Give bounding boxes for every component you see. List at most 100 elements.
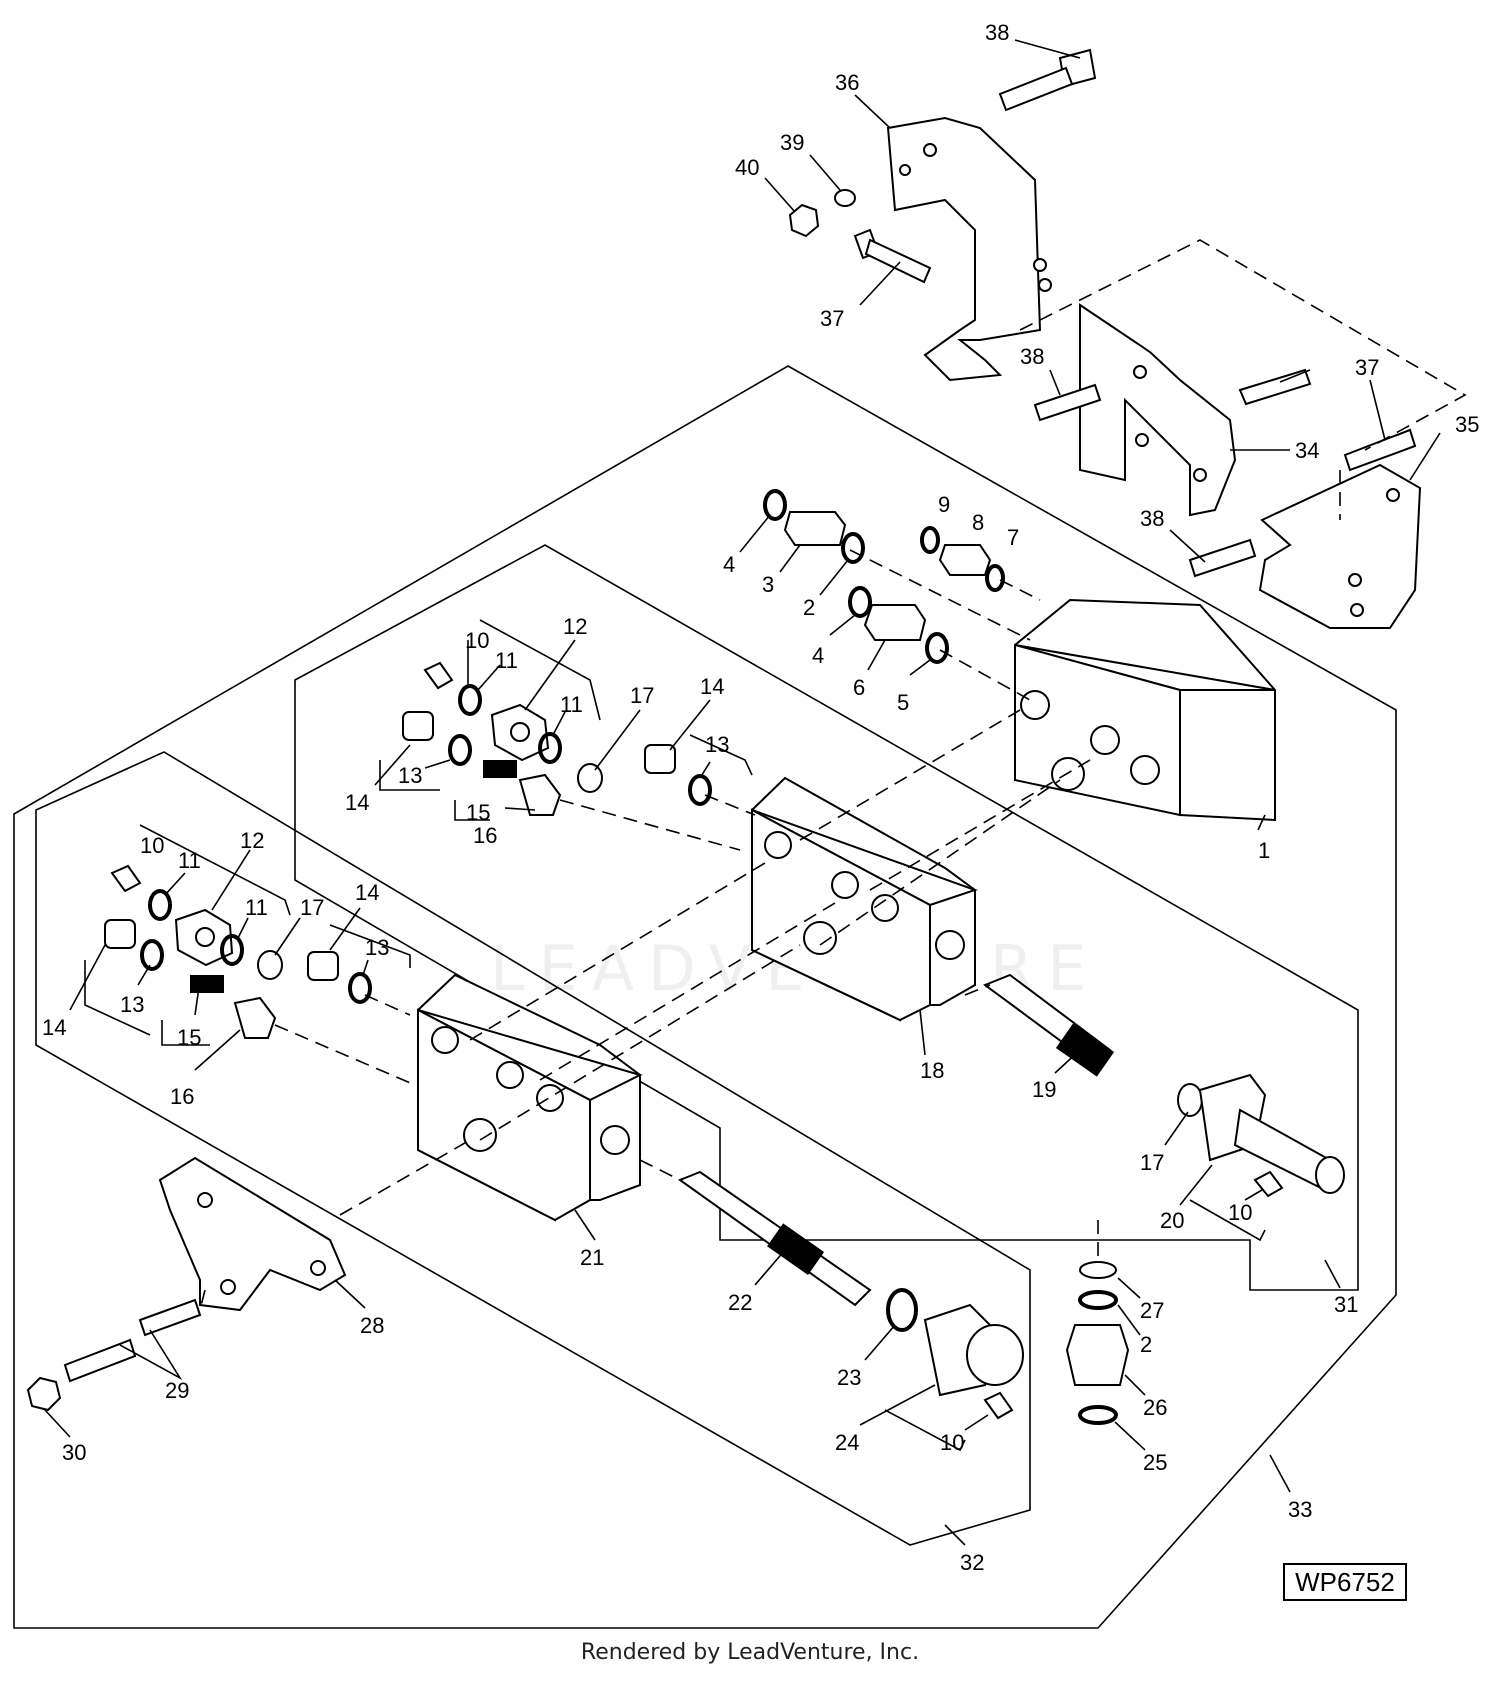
o-ring-11-lower-a — [148, 889, 172, 921]
alignment-line — [819, 779, 1061, 946]
callout-34: 34 — [1295, 438, 1319, 463]
o-ring-13-upper-b — [688, 774, 712, 806]
hole — [1386, 488, 1400, 502]
alignment-line — [939, 649, 1031, 701]
callout-38-right: 38 — [1140, 506, 1164, 531]
bolt-38-mid — [1033, 383, 1102, 422]
callout-14-upper-a: 14 — [345, 790, 369, 815]
washer-17-upper — [577, 763, 603, 793]
callout-6: 6 — [853, 675, 865, 700]
hole — [923, 143, 937, 157]
callout-2-lower: 2 — [1140, 1332, 1152, 1357]
hole — [1133, 365, 1147, 379]
alignment-line — [539, 899, 841, 1081]
section-valve-21 — [417, 973, 643, 1222]
bracket-36 — [886, 116, 1042, 382]
port — [1130, 755, 1160, 785]
callout-10-upper: 10 — [465, 628, 489, 653]
hole — [1135, 433, 1149, 447]
callout-24: 24 — [835, 1430, 859, 1455]
o-ring-7 — [985, 564, 1005, 592]
callout-26: 26 — [1143, 1395, 1167, 1420]
o-ring-13-lower-a — [140, 939, 164, 971]
plug-14-upper-a — [402, 711, 434, 741]
callout-30: 30 — [62, 1440, 86, 1465]
callout-12-upper: 12 — [563, 614, 587, 639]
callout-25: 25 — [1143, 1450, 1167, 1475]
callout-22: 22 — [728, 1290, 752, 1315]
stud-29-b — [63, 1338, 137, 1383]
port — [536, 1084, 564, 1112]
callout-13-upper-a: 13 — [398, 763, 422, 788]
port — [764, 831, 792, 859]
port — [496, 1061, 524, 1089]
alignment-line — [199, 1289, 206, 1311]
screw-10-upper — [423, 661, 454, 690]
callout-19: 19 — [1032, 1077, 1056, 1102]
hole — [1193, 468, 1207, 482]
bolt-37-right-b — [1343, 428, 1417, 472]
hole — [310, 1260, 326, 1276]
callout-5: 5 — [897, 690, 909, 715]
callout-12-lower: 12 — [240, 828, 264, 853]
washer-17-lower — [257, 950, 283, 980]
alignment-line — [999, 579, 1041, 601]
flange-bore — [195, 927, 215, 947]
callout-11-lower-b: 11 — [245, 895, 268, 920]
port — [831, 871, 859, 899]
o-ring-11-lower-b — [220, 934, 244, 966]
callout-11-upper-a: 11 — [495, 648, 518, 673]
alignment-line — [469, 859, 771, 1041]
fitting-6 — [863, 604, 927, 641]
o-ring-13-lower-b — [348, 972, 372, 1004]
o-ring-4-lower — [848, 586, 872, 618]
alignment-line — [1019, 239, 1467, 451]
callout-37-right: 37 — [1355, 355, 1379, 380]
callout-15-lower: 15 — [177, 1025, 201, 1050]
screw-10-cap — [1253, 1170, 1284, 1198]
callout-10-cap: 10 — [1228, 1200, 1252, 1225]
callout-38-mid: 38 — [1020, 344, 1044, 369]
callout-27: 27 — [1140, 1298, 1164, 1323]
spring-15-upper — [483, 760, 517, 778]
port — [600, 1125, 630, 1155]
callout-2-upper: 2 — [803, 595, 815, 620]
hole — [1350, 603, 1364, 617]
group-outline-33 — [13, 365, 1397, 1629]
callout-38: 38 — [985, 20, 1009, 45]
callout-29: 29 — [165, 1378, 189, 1403]
plate-28 — [158, 1156, 347, 1312]
spool-22 — [677, 1170, 872, 1307]
callout-23: 23 — [837, 1365, 861, 1390]
callout-37-upper: 37 — [820, 306, 844, 331]
section-valve-18 — [751, 776, 979, 1022]
hole — [1038, 278, 1052, 292]
callout-9: 9 — [938, 492, 950, 517]
callout-21: 21 — [580, 1245, 604, 1270]
hole — [1348, 573, 1362, 587]
callout-16-upper: 16 — [473, 823, 497, 848]
callout-11-lower-a: 11 — [178, 848, 201, 873]
alignment-line — [639, 1159, 681, 1181]
alignment-line — [704, 794, 756, 816]
port — [935, 930, 965, 960]
plug-14-lower-b — [307, 951, 339, 981]
o-ring-2-lower — [1078, 1290, 1118, 1310]
callout-4-lower: 4 — [812, 643, 824, 668]
alignment-line — [274, 1024, 416, 1086]
o-ring-11-upper-b — [538, 732, 562, 764]
callout-14-lower-a: 14 — [42, 1015, 66, 1040]
fitting-26 — [1065, 1324, 1130, 1386]
callout-36: 36 — [835, 70, 859, 95]
fitting-3 — [783, 511, 847, 546]
alignment-line — [479, 944, 801, 1141]
bracket-35 — [1258, 463, 1422, 629]
o-ring-23 — [886, 1288, 918, 1332]
callout-13-lower-b: 13 — [365, 935, 389, 960]
plug-14-upper-b — [644, 744, 676, 774]
o-ring-25 — [1078, 1405, 1118, 1425]
washer-27 — [1079, 1261, 1117, 1279]
callouts: 38 36 39 40 37 38 37 35 34 38 9 8 7 4 3 … — [42, 20, 1479, 1575]
port — [871, 894, 899, 922]
bracket-34 — [1079, 303, 1237, 517]
